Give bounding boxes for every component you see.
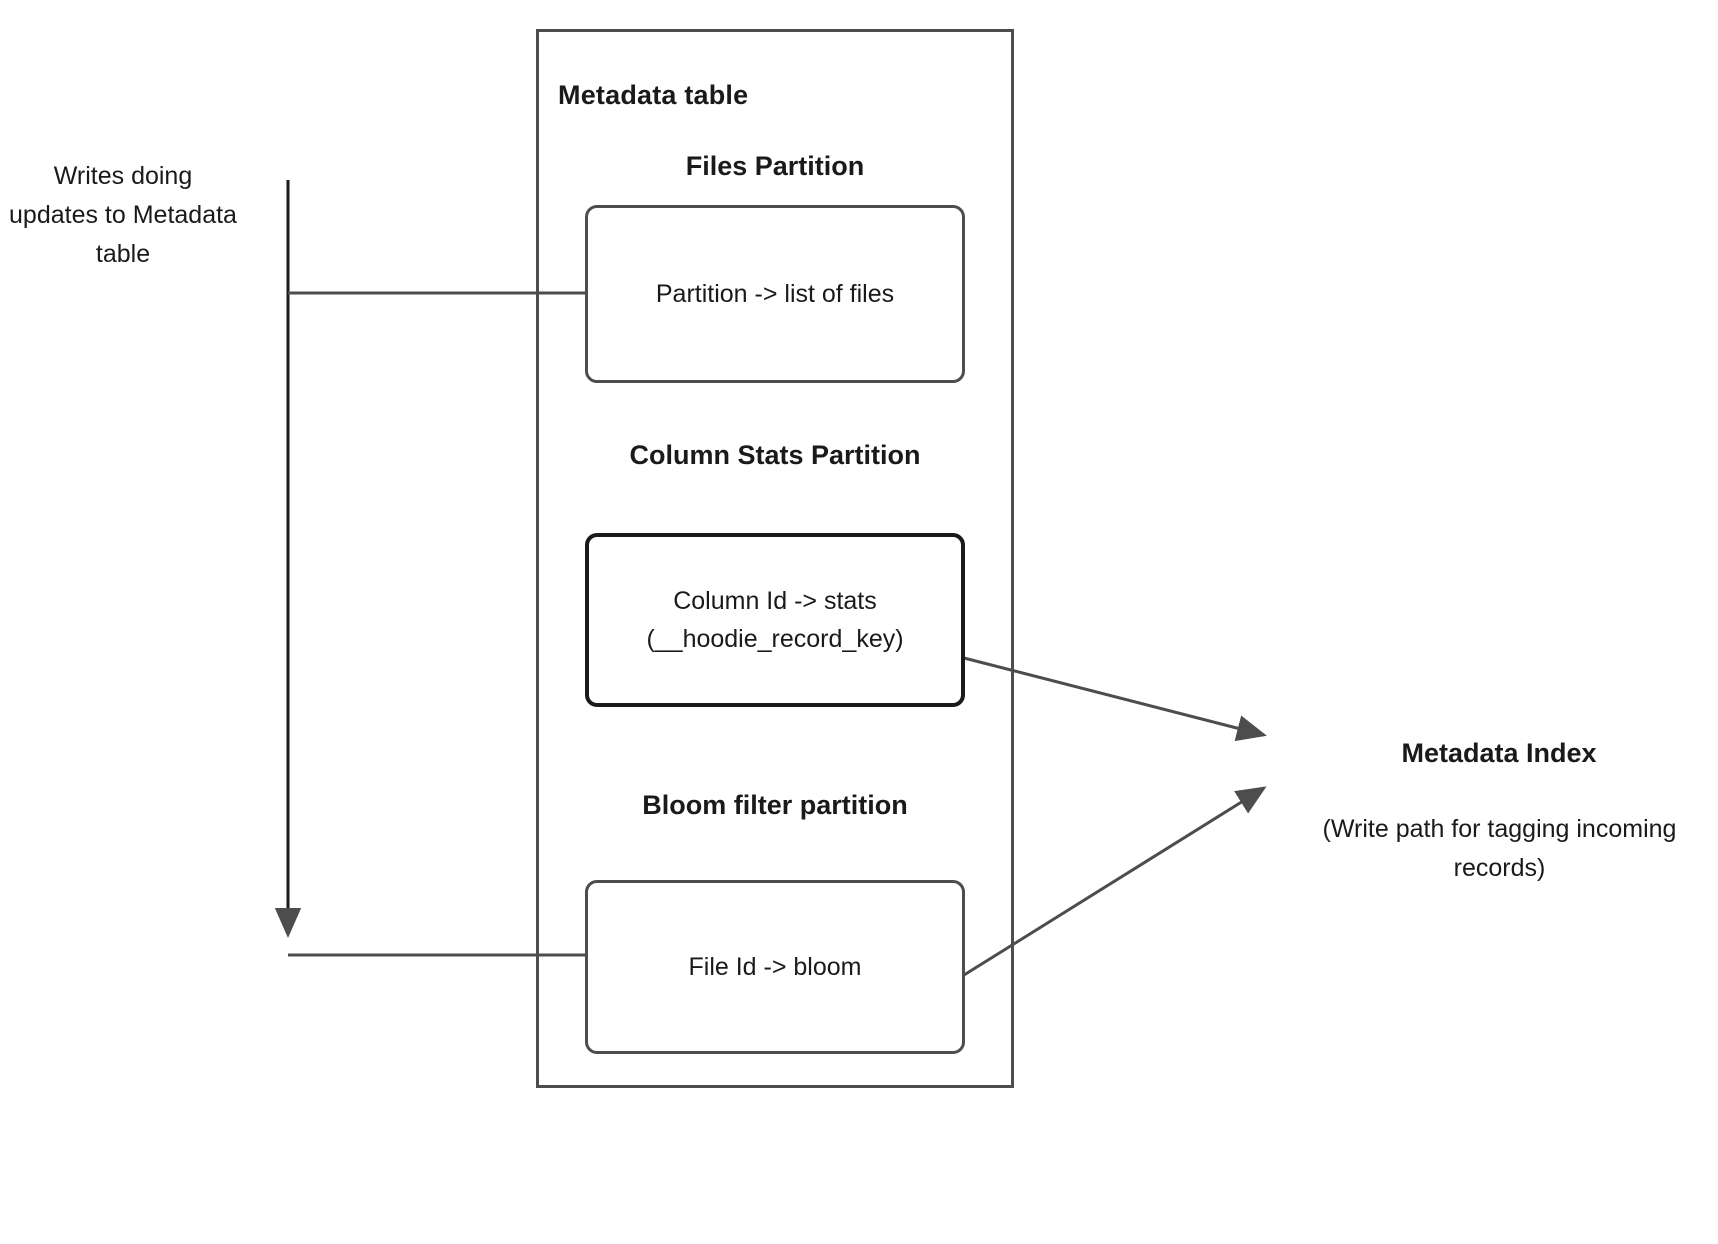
files-partition-box: Partition -> list of files	[585, 205, 965, 383]
column-stats-line-1: Column Id -> stats	[673, 587, 877, 615]
metadata-index-note: (Write path for tagging incoming records…	[1322, 815, 1677, 882]
bloom-filter-partition-box: File Id -> bloom	[585, 880, 965, 1054]
metadata-index-title: Metadata Index	[1401, 738, 1597, 768]
bloom-filter-partition-heading: Bloom filter partition	[642, 790, 908, 820]
files-partition-heading: Files Partition	[685, 151, 865, 181]
metadata-table-container	[536, 29, 1014, 1088]
files-partition-box-text: Partition -> list of files	[655, 280, 895, 308]
writes-note-label: Writes doing updates to Metadata table	[9, 162, 237, 268]
column-stats-partition-box-text: Column Id -> stats (__hoodie_record_key)	[636, 582, 913, 658]
metadata-table-title: Metadata table	[558, 80, 749, 110]
column-stats-line-2: (__hoodie_record_key)	[646, 625, 904, 653]
column-stats-partition-box: Column Id -> stats (__hoodie_record_key)	[585, 533, 965, 707]
bloom-filter-partition-box-text: File Id -> bloom	[688, 953, 862, 981]
column-stats-partition-heading: Column Stats Partition	[629, 440, 921, 470]
